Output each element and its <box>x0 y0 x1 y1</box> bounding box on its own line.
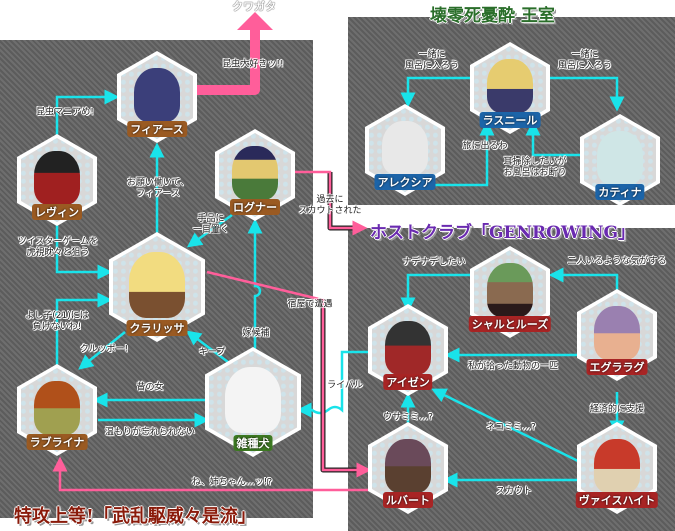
label-tabi: 旅に出るわ <box>462 141 508 152</box>
node-alexia[interactable]: アレクシア <box>365 104 445 196</box>
node-levin[interactable]: レヴィン <box>17 134 97 226</box>
label-twister: ツイスターゲームを 虎視眈々と狙う <box>17 237 99 258</box>
name-labrina: ラブライナ <box>26 434 88 450</box>
label-usamimi: ウサミミ…? <box>383 412 433 423</box>
line-dog-clarissa <box>186 330 229 363</box>
label-keizai: 経済的に支援 <box>589 404 645 415</box>
label-nee: ね、姉ちゃん…ッ!? <box>191 477 273 488</box>
line-dog-rogner <box>247 218 263 352</box>
label-hirotta: 私が拾った動物の一匹 <box>467 361 559 372</box>
name-rogner: ログナー <box>230 199 280 215</box>
gang-title: 特攻上等!「武乱駆威々是流」 <box>14 506 256 527</box>
label-furo1: 一緒に 風呂に入ろう <box>404 50 460 71</box>
label-yome: 嫁候補 <box>242 328 270 339</box>
label-nekomimi: ネコミミ…? <box>486 422 536 433</box>
node-egrarag[interactable]: エグララグ <box>577 289 657 381</box>
line-rogner-clarissa <box>186 213 233 248</box>
kuwagata-label: クワガタ <box>232 0 276 13</box>
label-mimi: 耳掃除したいが お風呂はお断り <box>503 157 567 178</box>
label-rival: ライバル <box>327 380 363 391</box>
label-nadenade: ナデナデしたい <box>402 257 466 268</box>
name-alexia: アレクシア <box>374 174 436 190</box>
name-dog: 雑種犬 <box>233 435 273 451</box>
name-charl: シャルとルーズ <box>468 316 552 332</box>
name-clarissa: クラリッサ <box>126 320 188 336</box>
line-levin-clarissa <box>55 225 113 280</box>
node-charl[interactable]: シャルとルーズ <box>468 246 552 338</box>
line-labrina-clarissa <box>55 292 113 365</box>
label-onegai: お願い働いて、 フィアース <box>126 178 190 199</box>
label-yadoya: 宿屋で遭遇 <box>287 299 333 310</box>
label-kako: 過去に スカウトされた <box>298 195 362 216</box>
line-levin-fiers <box>55 89 120 135</box>
line-charl-eisen <box>400 273 470 313</box>
line-clarissa-rupert <box>206 270 372 478</box>
node-fiers[interactable]: フィアース <box>117 51 197 143</box>
label-tejina: 手品に 一目置く <box>192 214 230 235</box>
node-katina[interactable]: カティナ <box>580 114 660 206</box>
node-dog[interactable]: 雑種犬 <box>205 347 301 457</box>
name-katina: カティナ <box>595 184 645 200</box>
node-weisheit[interactable]: ヴァイスハイト <box>575 422 659 514</box>
name-weisheit: ヴァイスハイト <box>575 492 659 508</box>
name-eisen: アイゼン <box>383 374 433 390</box>
line-katina-rasnil <box>525 120 580 157</box>
node-eisen[interactable]: アイゼン <box>368 304 448 396</box>
line-rogner-hostclub <box>295 170 368 236</box>
label-konchu-mania: 昆虫マニアめ! <box>36 107 94 118</box>
label-nukumori: 温もりが忘れられない <box>104 427 196 438</box>
line-rupert-labrina <box>52 456 368 492</box>
line-alexia-rasnil <box>430 120 495 187</box>
line-rasnil-katina <box>550 76 625 112</box>
line-clarissa-labrina <box>78 331 126 370</box>
node-rupert[interactable]: ルバート <box>368 422 448 514</box>
line-eisen-dog-rival <box>296 350 368 418</box>
name-rupert: ルバート <box>383 492 433 508</box>
line-rasnil-alexia <box>400 76 470 108</box>
royal-title: 壊零死憂酔 王室 <box>430 6 555 26</box>
node-clarissa[interactable]: クラリッサ <box>109 232 205 342</box>
name-levin: レヴィン <box>32 204 82 220</box>
label-kurupo: クルッポー! <box>79 344 129 355</box>
label-furo2: 一緒に 風呂に入ろう <box>557 50 613 71</box>
label-futari: 二人いるような気がする <box>567 256 667 267</box>
kuwagata-arrow <box>197 26 260 95</box>
label-scout: スカウト <box>495 486 533 497</box>
label-yoshiko: よし子(21)には 負けないわ! <box>25 311 89 332</box>
host-club-title: ホストクラブ「GENROWING」 <box>370 223 636 243</box>
node-rogner[interactable]: ログナー <box>215 129 295 221</box>
node-rasnil[interactable]: ラスニール <box>470 42 550 134</box>
name-egrarag: エグララグ <box>586 359 648 375</box>
name-rasnil: ラスニール <box>479 112 541 128</box>
label-keep: キープ <box>198 347 226 358</box>
label-konchu-daisuki: 昆虫大好きッ!! <box>222 59 284 70</box>
name-fiers: フィアース <box>127 121 187 137</box>
line-weisheit-eisen <box>431 388 581 464</box>
label-mukashi: 昔の女 <box>136 382 164 393</box>
node-labrina[interactable]: ラブライナ <box>17 364 97 456</box>
